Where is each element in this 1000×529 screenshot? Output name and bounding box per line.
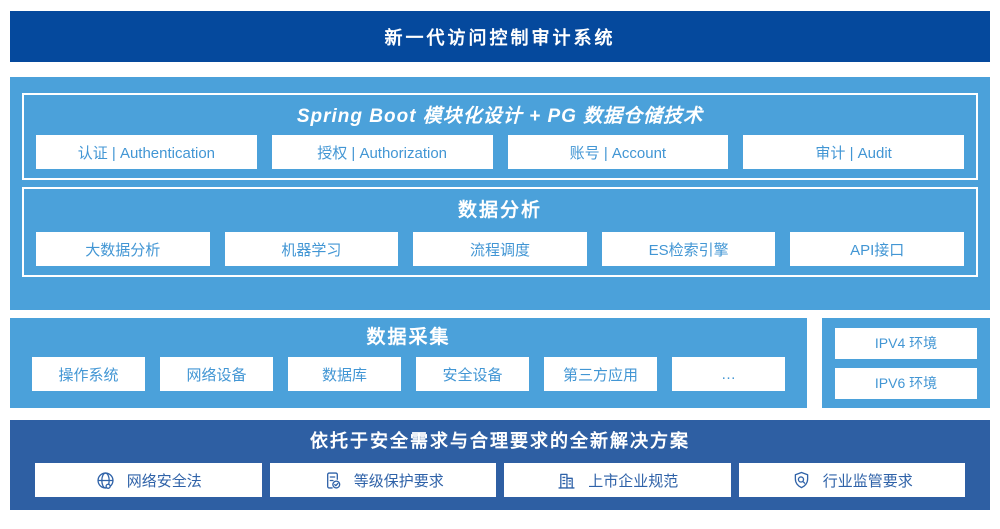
analysis-row: 大数据分析 机器学习 流程调度 ES检索引擎 API接口 xyxy=(36,232,964,266)
module-box-audit: 审计 | Audit xyxy=(743,135,964,169)
module-box-authentication: 认证 | Authentication xyxy=(36,135,257,169)
collection-box-security-device: 安全设备 xyxy=(416,357,529,391)
collection-box-ellipsis: … xyxy=(672,357,785,391)
analysis-section-title: 数据分析 xyxy=(457,200,542,221)
collection-box-database: 数据库 xyxy=(288,357,401,391)
collection-row: 操作系统 网络设备 数据库 安全设备 第三方应用 … xyxy=(32,357,785,391)
analysis-box-scheduling: 流程调度 xyxy=(413,232,587,266)
module-box-account: 账号 | Account xyxy=(507,135,729,169)
solution-box-label: 网络安全法 xyxy=(126,472,202,490)
solution-box-cybersecurity-law: 网络安全法 xyxy=(35,463,262,497)
solution-box-label: 上市企业规范 xyxy=(588,472,679,490)
solution-box-label: 等级保护要求 xyxy=(353,472,444,490)
ipv4-env-box: IPV4 环境 xyxy=(835,327,977,359)
collection-box-network-device: 网络设备 xyxy=(160,357,273,391)
platform-panel: Spring Boot 模块化设计 + PG 数据仓储技术 认证 | Authe… xyxy=(10,77,990,310)
ipv6-env-box: IPV6 环境 xyxy=(835,367,977,399)
collection-section: 数据采集 操作系统 网络设备 数据库 安全设备 第三方应用 … xyxy=(10,318,807,408)
modules-section-title: Spring Boot 模块化设计 + PG 数据仓储技术 xyxy=(296,106,704,127)
collection-box-os: 操作系统 xyxy=(32,357,145,391)
solution-box-label: 行业监管要求 xyxy=(822,472,913,490)
solution-section: 依托于安全需求与合理要求的全新解决方案 网络安全法 xyxy=(10,420,990,510)
collection-section-title: 数据采集 xyxy=(366,327,451,348)
modules-row: 认证 | Authentication 授权 | Authorization 账… xyxy=(36,135,964,169)
analysis-box-es: ES检索引擎 xyxy=(601,232,776,266)
shield-search-icon xyxy=(791,470,812,491)
solution-box-industry-regulation: 行业监管要求 xyxy=(738,463,965,497)
module-box-authorization: 授权 | Authorization xyxy=(271,135,493,169)
analysis-box-bigdata: 大数据分析 xyxy=(36,232,210,266)
solution-box-classified-protection: 等级保护要求 xyxy=(269,463,496,497)
top-banner: 新一代访问控制审计系统 xyxy=(10,11,990,62)
document-check-icon xyxy=(322,470,343,491)
analysis-box-ml: 机器学习 xyxy=(224,232,399,266)
collection-box-thirdparty: 第三方应用 xyxy=(544,357,657,391)
solution-box-listed-company: 上市企业规范 xyxy=(504,463,731,497)
modules-section: Spring Boot 模块化设计 + PG 数据仓储技术 认证 | Authe… xyxy=(22,93,978,180)
solution-section-title: 依托于安全需求与合理要求的全新解决方案 xyxy=(310,431,690,451)
building-icon xyxy=(556,470,577,491)
solution-row: 网络安全法 等级保护要求 上 xyxy=(35,463,965,497)
globe-icon xyxy=(95,470,116,491)
analysis-box-api: API接口 xyxy=(790,232,964,266)
page-title: 新一代访问控制审计系统 xyxy=(384,27,616,48)
analysis-section: 数据分析 大数据分析 机器学习 流程调度 ES检索引擎 API接口 xyxy=(22,187,978,277)
network-env-panel: IPV4 环境 IPV6 环境 xyxy=(822,318,990,408)
